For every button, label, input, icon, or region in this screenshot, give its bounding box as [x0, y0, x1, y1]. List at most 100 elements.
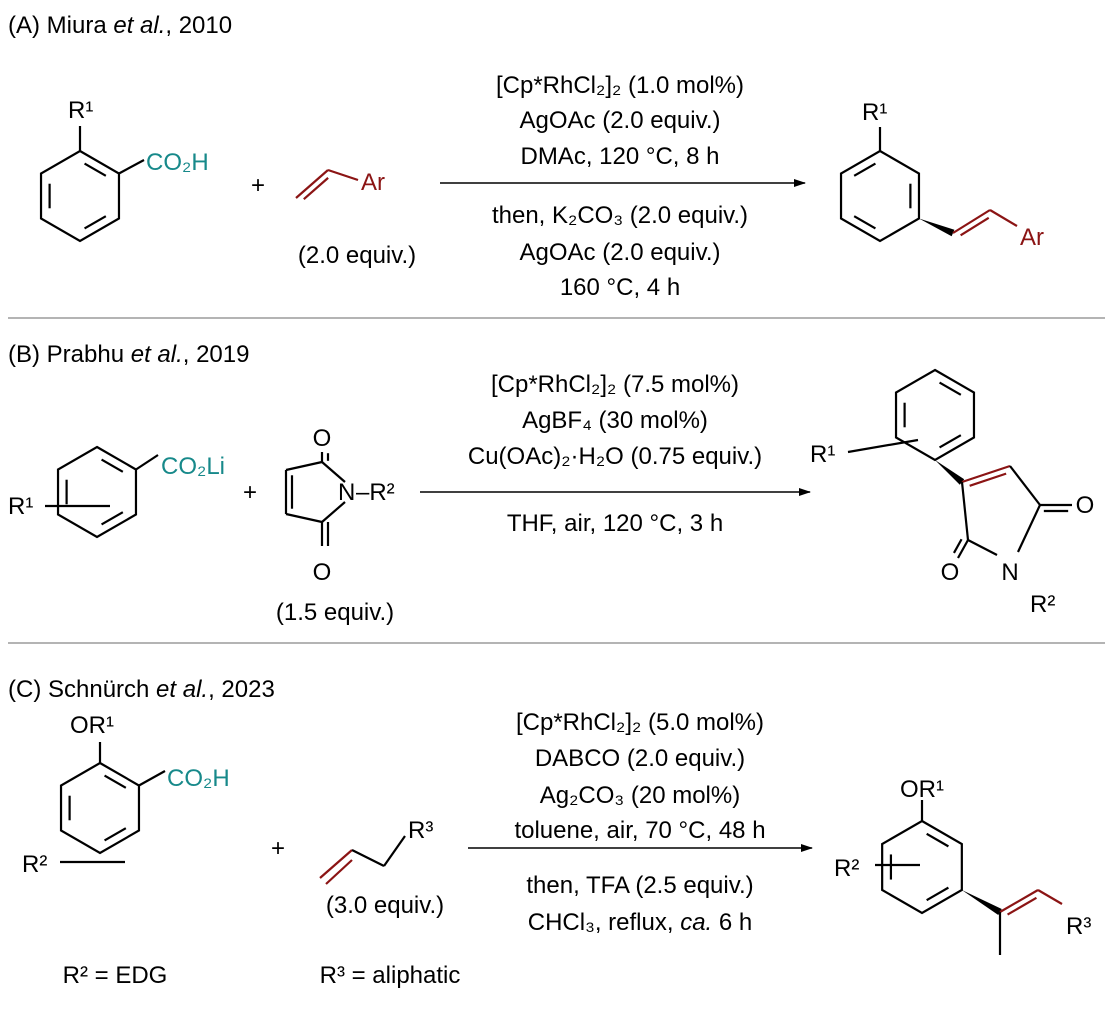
conditions-c: [Cp*RhCl₂]₂ (5.0 mol%) DABCO (2.0 equiv.…: [514, 709, 765, 936]
bond: [138, 770, 166, 787]
olefin-c-note: R³ = aliphatic: [320, 962, 461, 989]
conditions-a: [Cp*RhCl₂]₂ (1.0 mol%) AgOAc (2.0 equiv.…: [492, 72, 748, 301]
substituent-bond: [847, 438, 919, 454]
double-bond: [961, 464, 1011, 484]
reactant-b-carboxylate: CO₂Li: [161, 453, 225, 480]
aromatic-bond: [939, 381, 962, 396]
aromatic-bond: [84, 162, 107, 177]
bond: [285, 512, 323, 524]
condition-line: [Cp*RhCl₂]₂ (5.0 mol%): [516, 709, 764, 736]
condition-line: AgOAc (2.0 equiv.): [520, 239, 721, 266]
aromatic-bond: [104, 827, 127, 842]
product-b-r2: R²: [1030, 591, 1055, 618]
bond: [321, 501, 346, 523]
aromatic-bond: [926, 832, 949, 848]
product-b-o-right: O: [1076, 492, 1095, 519]
maleimide-amount: (1.5 equiv.): [276, 599, 394, 626]
double-bond: [999, 889, 1039, 913]
bond: [321, 461, 346, 483]
aromatic-bond: [84, 215, 107, 230]
bond: [1017, 504, 1041, 553]
aromatic-bond: [853, 215, 876, 230]
product-c-r3: R³: [1066, 913, 1091, 940]
double-bond: [960, 216, 990, 237]
bond: [989, 209, 1018, 227]
condition-line: [Cp*RhCl₂]₂ (1.0 mol%): [496, 72, 744, 99]
aromatic-bond: [101, 458, 124, 473]
double-bond: [952, 209, 991, 234]
bond: [383, 835, 406, 867]
aromatic-bond: [926, 886, 949, 902]
aromatic-bond: [853, 162, 876, 177]
bond: [351, 849, 385, 867]
benzene-ring: [894, 368, 976, 462]
product-b-o-left: O: [941, 559, 960, 586]
double-bond: [303, 177, 329, 200]
bond: [967, 539, 998, 556]
maleimide-o-bottom: O: [313, 559, 332, 586]
plus-sign-b: +: [243, 479, 257, 506]
olefin-a-aryl: Ar: [361, 169, 385, 196]
bold-bond: [935, 460, 965, 485]
olefin-a-amount: (2.0 equiv.): [298, 242, 416, 269]
condition-line: DMAc, 120 °C, 8 h: [520, 143, 719, 170]
condition-line: Ag₂CO₃ (20 mol%): [540, 782, 740, 809]
reactant-b-r1: R¹: [8, 493, 33, 520]
double-bond: [1007, 896, 1037, 916]
section-b: (B) Prabhu et al., 2019 R¹ CO₂Li + O O N…: [8, 341, 1094, 626]
benzene-ring: [881, 819, 963, 915]
benzene-ring: [839, 149, 921, 243]
condition-line: then, TFA (2.5 equiv.): [526, 872, 753, 899]
double-bond: [295, 169, 329, 199]
condition-line: 160 °C, 4 h: [560, 274, 680, 301]
benzene-ring: [56, 445, 138, 539]
bond: [1037, 889, 1063, 905]
section-b-title: (B) Prabhu et al., 2019: [8, 341, 249, 368]
bond: [319, 849, 353, 879]
condition-line: CHCl₃, reflux, ca. 6 h: [528, 909, 753, 936]
product-b-r1: R¹: [810, 441, 835, 468]
condition-line: DABCO (2.0 equiv.): [535, 745, 745, 772]
maleimide-n: N: [338, 479, 355, 506]
reactant-a-carboxyl: CO₂H: [146, 149, 209, 176]
aromatic-bond: [101, 511, 124, 526]
bond-lines: [39, 126, 1072, 955]
condition-line: [Cp*RhCl₂]₂ (7.5 mol%): [491, 371, 739, 398]
product-b-n: N: [1001, 559, 1018, 586]
reactant-c-note: R² = EDG: [63, 962, 168, 989]
benzene-ring: [39, 149, 121, 243]
product-a-aryl: Ar: [1020, 224, 1044, 251]
aromatic-bond: [104, 774, 127, 789]
aromatic-bond: [939, 434, 962, 449]
maleimide-o-top: O: [313, 425, 332, 452]
plus-sign-a: +: [251, 172, 265, 199]
bold-bond: [961, 890, 1002, 916]
conditions-b: [Cp*RhCl₂]₂ (7.5 mol%) AgBF₄ (30 mol%) C…: [468, 371, 762, 537]
double-bond: [952, 538, 963, 554]
olefin-c-amount: (3.0 equiv.): [326, 892, 444, 919]
reactant-c-alkoxy: OR¹: [70, 712, 114, 739]
bold-bond: [918, 218, 955, 237]
reactant-c-carboxyl: CO₂H: [167, 765, 230, 792]
bond: [325, 859, 353, 885]
reactant-c-r2: R²: [22, 851, 47, 878]
bond: [327, 168, 359, 182]
product-c-alkoxy: OR¹: [900, 776, 944, 803]
maleimide-r2: –R²: [356, 479, 395, 506]
bond: [960, 481, 970, 541]
section-a-title: (A) Miura et al., 2010: [8, 12, 232, 39]
section-a: (A) Miura et al., 2010 R¹ CO₂H + Ar (2.0…: [8, 12, 1044, 301]
section-c-title: (C) Schnürch et al., 2023: [8, 676, 275, 703]
condition-line: Cu(OAc)₂·H₂O (0.75 equiv.): [468, 443, 762, 470]
benzene-ring: [59, 761, 141, 855]
product-c-r2: R²: [834, 855, 859, 882]
section-c: (C) Schnürch et al., 2023 OR¹ CO₂H R² R²…: [8, 676, 1091, 989]
bond: [1009, 465, 1041, 506]
olefin-c-r3: R³: [408, 817, 433, 844]
double-bond: [957, 539, 969, 559]
product-a-r1: R¹: [862, 99, 887, 126]
plus-sign-c: +: [271, 835, 285, 862]
bond: [135, 454, 159, 471]
condition-line: then, K₂CO₃ (2.0 equiv.): [492, 202, 748, 229]
